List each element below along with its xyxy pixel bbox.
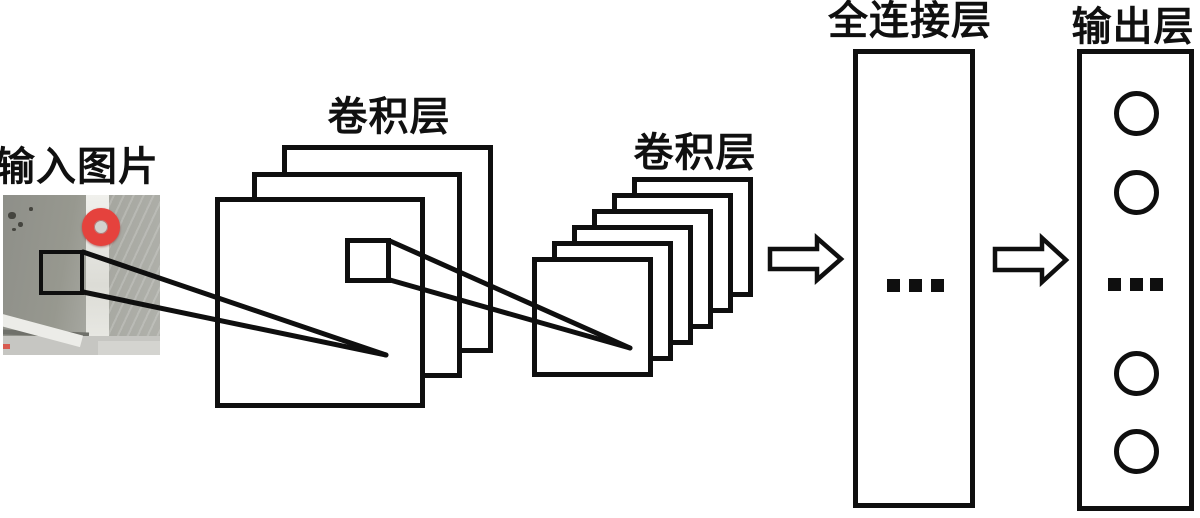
red-ring-marker [82, 208, 120, 246]
conv1-receptive-field-box [345, 238, 391, 283]
conv2-label: 卷积层 [633, 129, 757, 176]
fully-connected-label: 全连接层 [828, 0, 992, 44]
plate-speck [29, 207, 33, 211]
conv1-projection-line-top [387, 238, 633, 351]
output-label: 输出层 [1071, 3, 1195, 50]
conv2-feature-map-1 [532, 257, 653, 377]
input-projection-line-bottom [80, 289, 389, 358]
input-receptive-field-box [39, 250, 84, 295]
red-speck [3, 344, 10, 349]
floor-highlight [98, 341, 160, 355]
block-arrow-right-icon [992, 232, 1070, 288]
neuron-circle-icon [1114, 351, 1159, 396]
fully-connected-layer-box [853, 49, 975, 508]
neuron-circle-icon [1114, 170, 1159, 215]
neuron-circle-icon [1114, 91, 1159, 136]
plate-speck [8, 212, 16, 219]
conv1-feature-map-1 [215, 197, 425, 408]
input-label: 输入图片 [0, 143, 159, 190]
neuron-circle-icon [1114, 429, 1159, 474]
block-arrow-right-icon [767, 233, 845, 285]
conv1-label: 卷积层 [327, 93, 451, 140]
conv1-projection-line-bottom [387, 277, 633, 351]
plate-speck [18, 222, 23, 227]
plate-speck [12, 228, 16, 231]
input-projection-line-top [80, 249, 389, 358]
